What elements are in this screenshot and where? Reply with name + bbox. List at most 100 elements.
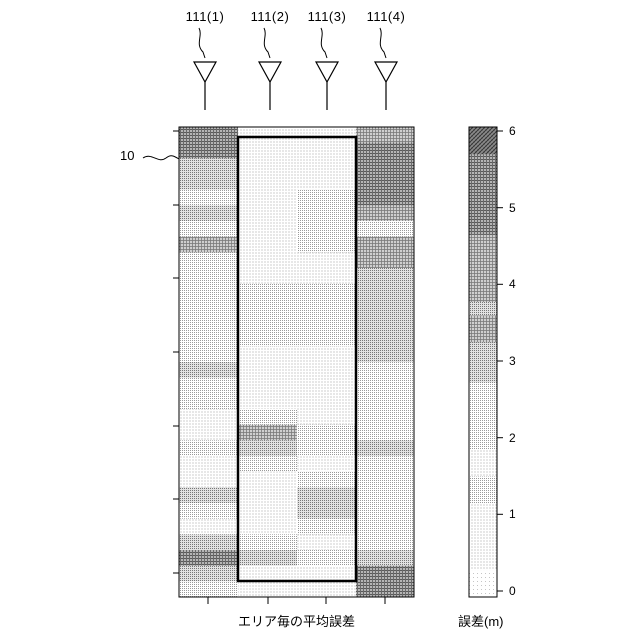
colorbar-band <box>469 530 497 544</box>
colorbar-band <box>469 396 497 410</box>
grid-cell <box>238 205 297 221</box>
grid-cell <box>297 268 356 284</box>
colorbar-band <box>469 288 497 302</box>
grid-cell <box>238 143 297 159</box>
grid-cell <box>238 127 297 143</box>
grid-cell <box>179 581 238 597</box>
colorbar-tick-label: 4 <box>509 277 516 291</box>
antenna-label-1: 111(1) <box>186 10 225 24</box>
grid-cell <box>179 362 238 378</box>
grid-cell <box>356 346 414 362</box>
grid-cell <box>179 237 238 253</box>
grid-cell <box>238 158 297 174</box>
antenna-lead-line <box>380 28 386 58</box>
grid-cell <box>238 299 297 315</box>
colorbar-band <box>469 167 497 181</box>
grid-cell <box>179 315 238 331</box>
colorbar-band <box>469 382 497 396</box>
colorbar-band <box>469 261 497 275</box>
grid-cell <box>297 174 356 190</box>
grid-cell <box>179 487 238 503</box>
grid-cell <box>238 315 297 331</box>
grid-cell <box>179 440 238 456</box>
grid-cell <box>297 503 356 519</box>
colorbar-band <box>469 557 497 571</box>
grid-cell <box>356 581 414 597</box>
grid-cell <box>297 425 356 441</box>
grid-cell <box>238 174 297 190</box>
grid-cell <box>356 284 414 300</box>
colorbar-band <box>469 409 497 423</box>
antenna-label-3: 111(3) <box>308 10 347 24</box>
colorbar-band <box>469 140 497 154</box>
grid-reference-numeral: 10 <box>120 149 134 163</box>
colorbar-band <box>469 436 497 450</box>
grid-cell <box>297 472 356 488</box>
grid-cell <box>297 519 356 535</box>
grid-cell <box>356 268 414 284</box>
colorbar-band <box>469 570 497 584</box>
grid-cell <box>238 487 297 503</box>
grid-cell <box>238 425 297 441</box>
colorbar-tick-label: 0 <box>509 584 516 598</box>
grid-cell <box>356 252 414 268</box>
grid-cell <box>238 519 297 535</box>
grid-cell <box>356 519 414 535</box>
colorbar-band <box>469 302 497 316</box>
antenna-label-4: 111(4) <box>367 10 406 24</box>
grid-cell <box>238 190 297 206</box>
antenna-label-2: 111(2) <box>251 10 290 24</box>
grid-cell <box>179 566 238 582</box>
grid-cell <box>179 346 238 362</box>
grid-cell <box>179 456 238 472</box>
colorbar-band <box>469 584 497 598</box>
grid-cell <box>238 237 297 253</box>
grid-cell <box>297 143 356 159</box>
grid-cell <box>297 378 356 394</box>
error-grid <box>179 127 414 597</box>
grid-cell <box>179 409 238 425</box>
grid-cell <box>238 472 297 488</box>
grid-cell <box>238 409 297 425</box>
grid-cell <box>356 221 414 237</box>
colorbar <box>469 127 497 597</box>
colorbar-band <box>469 234 497 248</box>
x-axis-label: エリア毎の平均誤差 <box>238 615 355 629</box>
colorbar-tick-label: 2 <box>509 431 516 445</box>
colorbar-band <box>469 154 497 168</box>
colorbar-band <box>469 476 497 490</box>
grid-cell <box>179 127 238 143</box>
colorbar-band <box>469 463 497 477</box>
grid-cell <box>238 378 297 394</box>
grid-cell <box>297 158 356 174</box>
grid-cell <box>356 158 414 174</box>
colorbar-band <box>469 503 497 517</box>
grid-cell <box>238 456 297 472</box>
grid-cell <box>238 331 297 347</box>
grid-cell <box>356 331 414 347</box>
colorbar-band <box>469 516 497 530</box>
colorbar-band <box>469 369 497 383</box>
reference-leader-line <box>143 156 179 160</box>
colorbar-band <box>469 194 497 208</box>
antenna-icon <box>316 62 338 82</box>
grid-cell <box>179 143 238 159</box>
grid-cell <box>179 503 238 519</box>
grid-cell <box>356 425 414 441</box>
grid-cell <box>238 566 297 582</box>
grid-cell <box>238 268 297 284</box>
grid-cell <box>356 393 414 409</box>
grid-cell <box>297 393 356 409</box>
grid-cell <box>356 409 414 425</box>
grid-cell <box>179 158 238 174</box>
colorbar-band <box>469 490 497 504</box>
grid-cell <box>297 127 356 143</box>
grid-cell <box>356 503 414 519</box>
grid-cell <box>179 331 238 347</box>
grid-cell <box>179 472 238 488</box>
colorbar-label: 誤差(m) <box>458 615 504 629</box>
grid-cell <box>179 174 238 190</box>
grid-cell <box>297 315 356 331</box>
colorbar-band <box>469 355 497 369</box>
